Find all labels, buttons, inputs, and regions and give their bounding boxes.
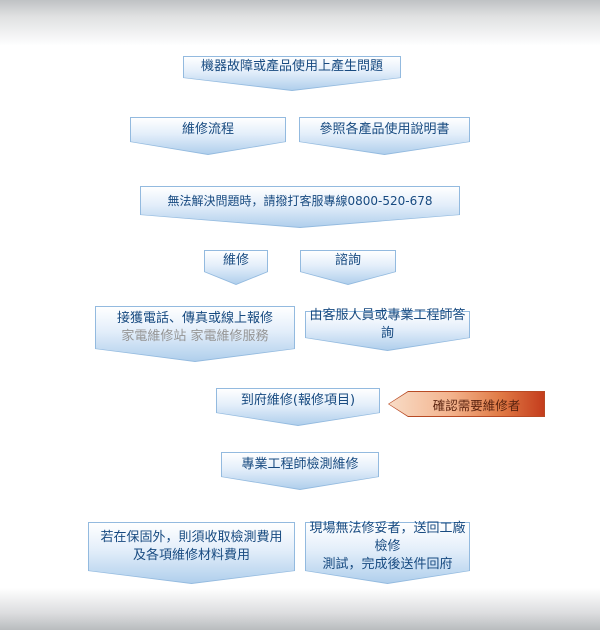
- node-onsite: 到府維修(報修項目): [216, 388, 380, 426]
- bottom-gradient: [0, 588, 600, 630]
- node-inspect-label: 專業工程師檢測維修: [241, 456, 359, 472]
- node-manual: 參照各產品使用說明書: [299, 117, 470, 155]
- node-report-sublabel: 家電維修站 家電維修服務: [121, 329, 269, 344]
- node-hotline-label: 無法解決問題時，請撥打客服專線0800-520-678: [167, 193, 433, 208]
- node-factory-line2: 測試，完成後送件回府: [322, 557, 453, 573]
- banner-shape: [305, 522, 470, 584]
- node-factory: 現場無法修妥者，送回工廠檢修 測試，完成後送件回府: [305, 520, 470, 584]
- node-factory-line1: 現場無法修妥者，送回工廠檢修: [309, 520, 466, 554]
- node-answer: 由客服人員或專業工程師答詢: [305, 308, 470, 351]
- top-gradient: [0, 0, 600, 46]
- node-report-label: 接獲電話、傳真或線上報修: [116, 310, 273, 326]
- node-problem: 機器故障或產品使用上產生問題: [183, 56, 401, 91]
- node-manual-label: 參照各產品使用說明書: [319, 121, 450, 137]
- node-hotline: 無法解決問題時，請撥打客服專線0800-520-678: [140, 186, 460, 228]
- node-onsite-label: 到府維修(報修項目): [240, 392, 356, 408]
- node-consult: 諮詢: [300, 250, 396, 285]
- confirm-arrow-label: 確認需要維修者: [432, 397, 521, 413]
- node-repair: 維修: [204, 250, 268, 285]
- left-arrow-icon: [388, 391, 545, 417]
- node-inspect: 專業工程師檢測維修: [221, 452, 379, 490]
- confirm-arrow: 確認需要維修者: [388, 391, 545, 417]
- banner-shape: [95, 306, 295, 362]
- banner-shape: [88, 522, 295, 584]
- node-consult-label: 諮詢: [334, 253, 361, 269]
- node-warranty-text: 若在保固外，則須收取檢測費用 及各項維修材料費用: [100, 529, 282, 565]
- node-factory-text: 現場無法修妥者，送回工廠檢修 測試，完成後送件回府: [305, 520, 470, 575]
- node-warranty-line1: 若在保固外，則須收取檢測費用: [100, 529, 283, 545]
- node-answer-label: 由客服人員或專業工程師答詢: [309, 307, 466, 341]
- node-problem-label: 機器故障或產品使用上產生問題: [200, 59, 383, 75]
- node-report-text: 接獲電話、傳真或線上報修 家電維修站 家電維修服務: [117, 310, 273, 346]
- node-warranty: 若在保固外，則須收取檢測費用 及各項維修材料費用: [88, 522, 295, 584]
- node-repair-process-label: 維修流程: [181, 121, 234, 137]
- node-warranty-line2: 及各項維修材料費用: [132, 548, 250, 563]
- node-report: 接獲電話、傳真或線上報修 家電維修站 家電維修服務: [95, 306, 295, 362]
- node-repair-process: 維修流程: [130, 117, 286, 155]
- node-repair-label: 維修: [222, 253, 249, 269]
